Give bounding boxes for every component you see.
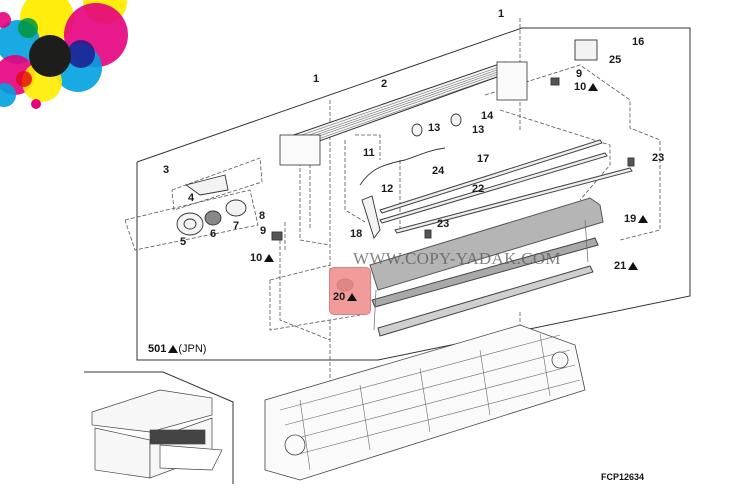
callout-label: 3 bbox=[163, 164, 170, 176]
callout-label: 9 bbox=[260, 225, 267, 237]
callout-21[interactable]: 21 bbox=[614, 260, 639, 272]
callout-label: 8 bbox=[259, 210, 266, 222]
callout-12[interactable]: 12 bbox=[381, 183, 393, 195]
callout-label: 6 bbox=[210, 228, 217, 240]
callout-label: 2 bbox=[381, 78, 388, 90]
callout-5[interactable]: 5 bbox=[180, 236, 186, 248]
callout-10[interactable]: 10 bbox=[574, 81, 599, 93]
figure-code: FCP12634 bbox=[601, 472, 645, 482]
model-number: 501 bbox=[148, 343, 167, 355]
callout-23[interactable]: 23 bbox=[437, 218, 449, 230]
callout-label: 9 bbox=[576, 68, 583, 80]
lower-paper-guide-assembly bbox=[264, 324, 586, 481]
callout-label: 16 bbox=[632, 36, 645, 48]
callout-label: 14 bbox=[481, 110, 494, 122]
callout-23[interactable]: 23 bbox=[652, 152, 664, 164]
callout-label: 21 bbox=[614, 260, 627, 272]
copier-inset bbox=[91, 389, 223, 479]
callout-label: 10 bbox=[574, 81, 587, 93]
callout-label: 5 bbox=[180, 236, 187, 248]
callout-10[interactable]: 10 bbox=[250, 252, 275, 264]
callout-9[interactable]: 9 bbox=[260, 225, 266, 237]
callout-24[interactable]: 24 bbox=[432, 165, 444, 177]
callout-label: 10 bbox=[250, 252, 263, 264]
callout-7[interactable]: 7 bbox=[233, 220, 239, 232]
callout-13[interactable]: 13 bbox=[472, 124, 484, 136]
callout-8[interactable]: 8 bbox=[259, 210, 265, 222]
callout-label: 19 bbox=[624, 213, 637, 225]
triangle-marker-icon bbox=[628, 262, 639, 270]
model-note: 501 (JPN) bbox=[148, 343, 206, 355]
triangle-marker-icon bbox=[264, 254, 275, 262]
callout-label: 4 bbox=[188, 192, 195, 204]
callout-14[interactable]: 14 bbox=[481, 110, 493, 122]
callout-3[interactable]: 3 bbox=[163, 164, 169, 176]
highlighted-part-20-box bbox=[329, 267, 371, 315]
cmyk-circles-logo bbox=[0, 0, 128, 109]
callout-label: 7 bbox=[233, 220, 240, 232]
fusing-roller-19 bbox=[369, 197, 604, 337]
callout-label: 25 bbox=[609, 54, 622, 66]
callout-9[interactable]: 9 bbox=[576, 68, 582, 80]
callout-label: 12 bbox=[381, 183, 394, 195]
callout-22[interactable]: 22 bbox=[472, 183, 484, 195]
callout-label: 13 bbox=[472, 124, 485, 136]
inset-frame bbox=[84, 371, 234, 484]
triangle-marker-icon bbox=[347, 293, 358, 301]
callout-label: 17 bbox=[477, 153, 490, 165]
callout-label: 20 bbox=[333, 291, 346, 303]
triangle-marker-icon bbox=[168, 345, 179, 353]
callout-label: 13 bbox=[428, 122, 441, 134]
callout-label: 23 bbox=[652, 152, 665, 164]
callout-11[interactable]: 11 bbox=[363, 147, 375, 159]
callout-19[interactable]: 19 bbox=[624, 213, 649, 225]
callout-18[interactable]: 18 bbox=[350, 228, 362, 240]
callout-4[interactable]: 4 bbox=[188, 192, 194, 204]
callout-label: 23 bbox=[437, 218, 450, 230]
callout-1[interactable]: 1 bbox=[313, 73, 319, 85]
top-rail-part-2 bbox=[279, 61, 528, 166]
callout-label: 24 bbox=[432, 165, 445, 177]
callout-label: 1 bbox=[313, 73, 320, 85]
callout-2[interactable]: 2 bbox=[381, 78, 387, 90]
triangle-marker-icon bbox=[588, 83, 599, 91]
upper-assembly-frame bbox=[136, 27, 691, 361]
callout-label: 22 bbox=[472, 183, 485, 195]
callout-25[interactable]: 25 bbox=[609, 54, 621, 66]
callout-label: 11 bbox=[363, 147, 375, 159]
watermark: WWW.COPY-YADAK.COM bbox=[353, 249, 561, 268]
callout-1[interactable]: 1 bbox=[498, 8, 504, 20]
callout-13[interactable]: 13 bbox=[428, 122, 440, 134]
callout-20[interactable]: 20 bbox=[333, 291, 358, 303]
callout-16[interactable]: 16 bbox=[632, 36, 644, 48]
triangle-marker-icon bbox=[638, 215, 649, 223]
callout-label: 1 bbox=[498, 8, 505, 20]
callout-17[interactable]: 17 bbox=[477, 153, 489, 165]
rods bbox=[379, 139, 633, 234]
callout-6[interactable]: 6 bbox=[210, 228, 216, 240]
callout-label: 18 bbox=[350, 228, 363, 240]
model-region: (JPN) bbox=[178, 343, 207, 355]
